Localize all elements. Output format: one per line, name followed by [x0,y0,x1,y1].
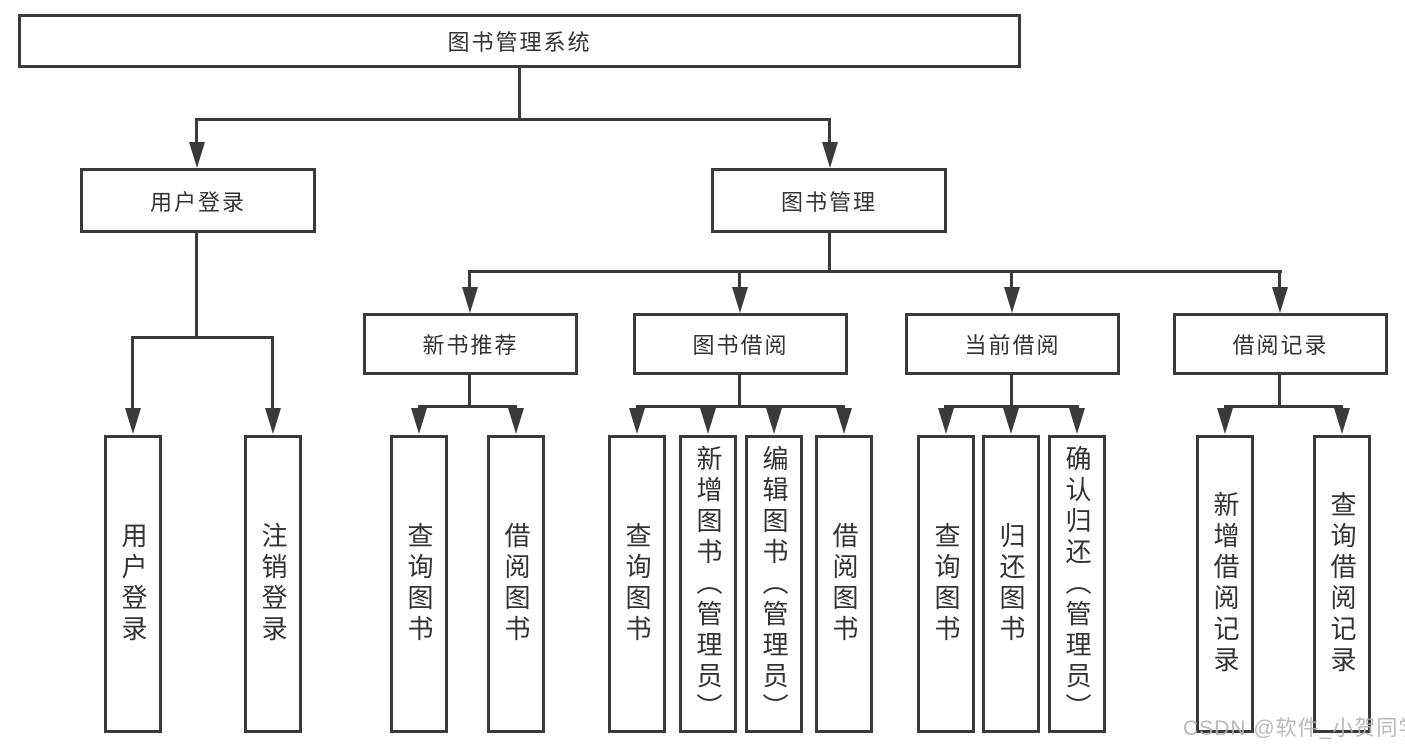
arrow-down-icon [462,287,478,313]
node-root-label: 图书管理系统 [447,30,592,55]
arrow-down-icon [836,408,852,434]
connector-vline [828,233,831,270]
node-current-borrowing: 当前借阅 [905,313,1120,375]
connector-hline [944,405,1079,408]
node-new-book-recommend: 新书推荐 [363,313,578,375]
leaf-borrow-books-borrowing-label: 借阅图书 [829,522,859,646]
arrow-down-icon [1069,408,1085,434]
leaf-query-books-current: 查询图书 [917,435,975,733]
leaf-return-books-label: 归还图书 [996,522,1026,646]
connector-hline [1224,405,1343,408]
connector-vline [468,270,471,289]
connector-hline [131,336,274,339]
arrow-down-icon [1004,287,1020,313]
arrow-down-icon [938,408,954,434]
connector-vline [131,336,134,411]
leaf-add-books-admin: 新增图书（管理员） [679,435,737,733]
arrow-down-icon [732,287,748,313]
connector-hline [418,405,517,408]
leaf-add-borrow-record: 新增借阅记录 [1196,435,1254,733]
node-user-login: 用户登录 [80,168,316,233]
leaf-add-books-admin-label: 新增图书（管理员） [693,444,723,724]
arrow-down-icon [629,408,645,434]
connector-vline [1278,270,1281,289]
node-book-borrowing: 图书借阅 [633,313,848,375]
node-book-borrowing-label: 图书借阅 [692,333,789,358]
arrow-down-icon [508,408,524,434]
node-borrowing-records-label: 借阅记录 [1232,333,1329,358]
leaf-query-books-recommend-label: 查询图书 [404,522,434,646]
arrow-down-icon [822,142,838,168]
leaf-add-borrow-record-label: 新增借阅记录 [1210,491,1240,677]
leaf-borrow-books-borrowing: 借阅图书 [815,435,873,733]
leaf-logout-label: 注销登录 [258,522,288,646]
leaf-query-borrow-record-label: 查询借阅记录 [1327,491,1357,677]
leaf-user-login: 用户登录 [104,435,162,733]
connector-vline [195,118,198,144]
leaf-logout: 注销登录 [244,435,302,733]
arrow-down-icon [265,408,281,434]
connector-vline [738,375,741,405]
arrow-down-icon [1334,408,1350,434]
leaf-query-books-borrowing-label: 查询图书 [622,522,652,646]
leaf-confirm-return-admin: 确认归还（管理员） [1048,435,1106,733]
arrow-down-icon [1217,408,1233,434]
arrow-down-icon [1272,287,1288,313]
connector-vline [738,270,741,289]
connector-vline [1010,270,1013,289]
arrow-down-icon [700,408,716,434]
arrow-down-icon [125,408,141,434]
csdn-watermark: CSDN @软件_小贺同学 [1183,717,1405,740]
arrow-down-icon [766,408,782,434]
connector-vline [828,118,831,144]
leaf-query-books-recommend: 查询图书 [390,435,448,733]
node-root: 图书管理系统 [18,14,1021,68]
leaf-edit-books-admin-label: 编辑图书（管理员） [759,444,789,724]
node-user-login-label: 用户登录 [149,189,246,215]
leaf-query-borrow-record: 查询借阅记录 [1313,435,1371,733]
connector-hline [196,118,831,121]
node-book-management-label: 图书管理 [780,189,877,215]
node-borrowing-records: 借阅记录 [1173,313,1388,375]
leaf-query-books-borrowing: 查询图书 [608,435,666,733]
connector-vline [468,375,471,405]
connector-hline [468,270,1282,273]
connector-vline [518,68,521,118]
node-book-management: 图书管理 [711,168,947,233]
connector-vline [1278,375,1281,405]
connector-vline [1010,375,1013,405]
arrow-down-icon [189,142,205,168]
leaf-edit-books-admin: 编辑图书（管理员） [745,435,803,733]
arrow-down-icon [1003,408,1019,434]
leaf-user-login-label: 用户登录 [118,522,148,646]
leaf-borrow-books-recommend-label: 借阅图书 [501,522,531,646]
connector-vline [271,336,274,411]
leaf-borrow-books-recommend: 借阅图书 [487,435,545,733]
connector-vline [195,233,198,336]
leaf-return-books: 归还图书 [982,435,1040,733]
arrow-down-icon [411,408,427,434]
connector-hline [636,405,845,408]
node-new-book-recommend-label: 新书推荐 [422,333,519,358]
leaf-query-books-current-label: 查询图书 [931,522,961,646]
leaf-confirm-return-admin-label: 确认归还（管理员） [1062,444,1092,724]
node-current-borrowing-label: 当前借阅 [964,333,1061,358]
